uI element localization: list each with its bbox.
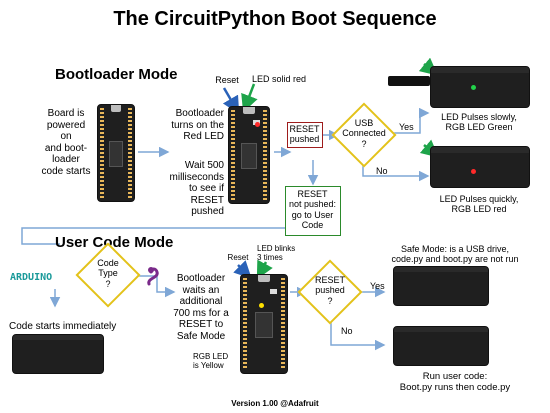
code-starts-text: Code starts immediately xyxy=(9,321,117,332)
led-solid-red-label: LED solid red xyxy=(252,74,307,84)
reset-pushed-box: RESET pushed xyxy=(287,122,323,148)
arrow-code-type-python xyxy=(139,275,176,298)
board-image-red xyxy=(430,146,530,188)
usb-yes-label: Yes xyxy=(399,122,414,132)
section-bootloader-mode: Bootloader Mode xyxy=(55,66,178,83)
footer-version: Version 1.00 @Adafruit xyxy=(231,399,319,408)
arrow-usb-yes xyxy=(390,107,430,134)
reset-not-pushed-box: RESET not pushed: go to User Code xyxy=(285,186,341,236)
reset-pushed-text: RESET pushed xyxy=(289,124,320,145)
usb-cable-image xyxy=(388,76,430,86)
led-pulses-quickly-caption: LED Pulses quickly, RGB LED red xyxy=(439,194,519,215)
reset-label-top: Reset xyxy=(215,75,239,85)
arduino-logo: ARDUINO xyxy=(10,272,53,283)
run-user-code-caption: Run user code: Boot.py runs then code.py xyxy=(399,371,511,393)
usb-connected-text: USB Connected ? xyxy=(342,118,386,149)
reset-label-bottom: Reset xyxy=(227,253,249,262)
arrow-reset-no xyxy=(330,316,386,351)
code-type-text: Code Type ? xyxy=(97,258,119,289)
board-image-user xyxy=(240,274,288,374)
python-snake-icon xyxy=(147,267,159,286)
led-red-pulse-dot xyxy=(471,169,476,174)
led-blinks-label: LED blinks 3 times xyxy=(257,244,296,263)
usb-no-label: No xyxy=(376,166,388,176)
page-title: The CircuitPython Boot Sequence xyxy=(113,8,437,30)
board-image-safe-mode xyxy=(393,266,489,306)
board-image xyxy=(97,104,135,202)
led-green-dot xyxy=(471,85,476,90)
safe-mode-caption: Safe Mode: is a USB drive, code.py and b… xyxy=(391,244,519,265)
rgb-yellow-label: RGB LED is Yellow xyxy=(193,352,229,371)
bootloader-waits-text: Bootloader waits an additional 700 ms fo… xyxy=(173,273,229,342)
led-yellow-dot xyxy=(259,303,264,308)
board-image-arduino xyxy=(12,334,104,374)
board-image-user-code xyxy=(393,326,489,366)
reset-decision-text: RESET pushed ? xyxy=(314,275,345,306)
section-user-code-mode: User Code Mode xyxy=(55,234,174,251)
led-pulses-slowly-caption: LED Pulses slowly, RGB LED Green xyxy=(441,112,517,133)
board-image-green xyxy=(430,66,530,108)
board-image-bootloader xyxy=(228,106,270,204)
led-red-dot xyxy=(255,122,260,127)
led-pointer-top xyxy=(241,83,258,113)
reset-not-pushed-text: RESET not pushed: go to User Code xyxy=(288,189,337,231)
bootloader-turns-on-text: Bootloader turns on the Red LED xyxy=(171,108,224,142)
reset-yes-label: Yes xyxy=(370,281,385,291)
reset-no-label: No xyxy=(341,326,353,336)
wait-500-text: Wait 500 milliseconds to see if RESET pu… xyxy=(169,160,224,217)
arrow-usb-no xyxy=(362,160,430,182)
board-powered-text: Board is powered on and boot- loader cod… xyxy=(41,108,91,177)
